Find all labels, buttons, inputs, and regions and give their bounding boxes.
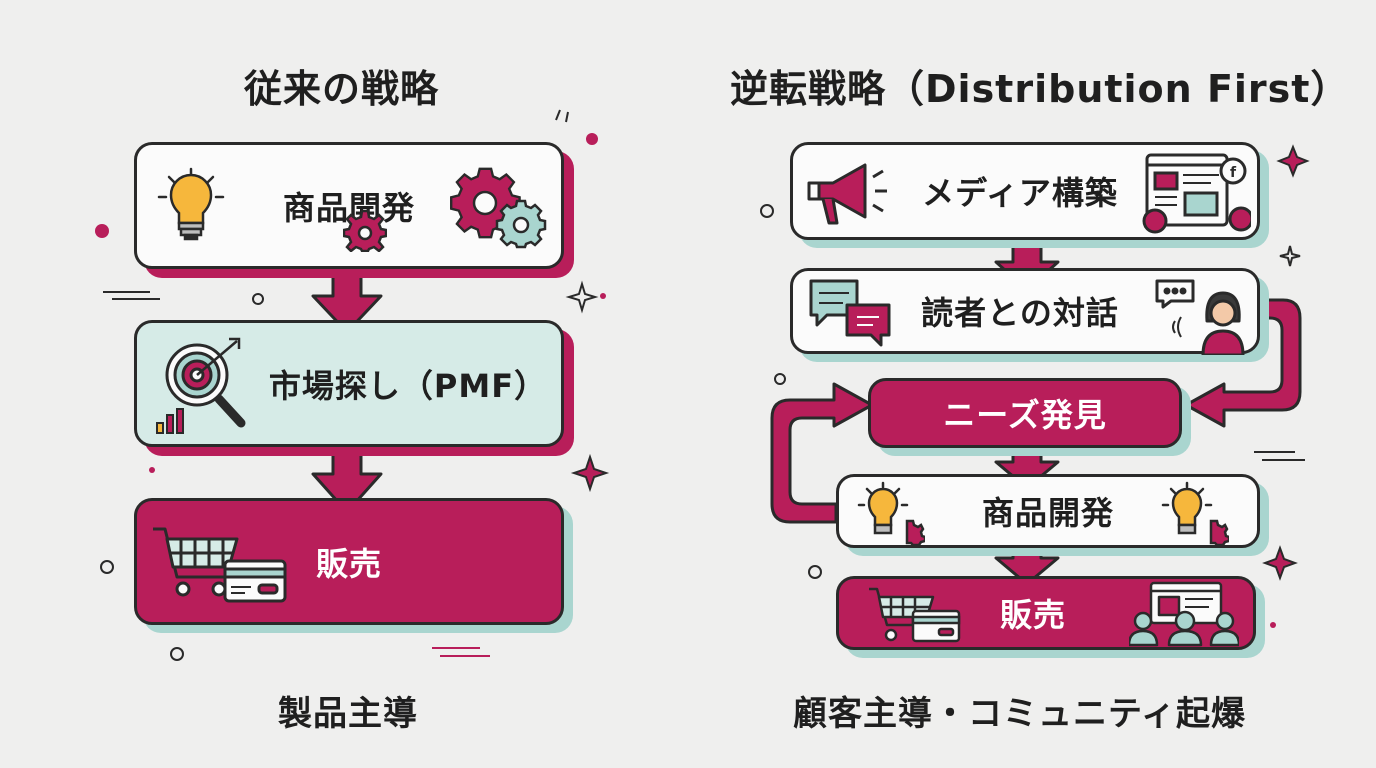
right-step-media-building: メディア構築 f	[790, 142, 1260, 240]
right-loop-arrow-in	[1184, 298, 1302, 428]
chat-bubbles-icon	[809, 279, 891, 347]
right-step-label: 商品開発	[981, 494, 1114, 532]
right-title: 逆転戦略（Distribution First）	[730, 67, 1350, 111]
right-step-label: 販売	[999, 596, 1066, 634]
left-step-sales: 販売	[134, 498, 564, 625]
left-step-label: 市場探し（PMF）	[268, 366, 548, 405]
left-step-label: 販売	[315, 544, 382, 583]
magnifier-target-icon	[165, 337, 246, 428]
bar-chart-icon	[156, 408, 184, 434]
right-step-needs-discovery: ニーズ発見	[868, 378, 1182, 448]
left-step-product-development: 商品開発	[134, 142, 564, 269]
svg-text:f: f	[1230, 165, 1237, 181]
gear-icon	[343, 209, 387, 252]
decorative-stars-filled	[570, 144, 1310, 581]
left-caption: 製品主導	[278, 694, 418, 734]
right-caption: 顧客主導・コミュニティ起爆	[793, 694, 1246, 734]
credit-card-icon	[911, 609, 961, 643]
lightbulb-icon	[1161, 481, 1229, 545]
left-title: 従来の戦略	[244, 67, 440, 111]
right-step-product-development: 商品開発	[836, 474, 1260, 548]
decorative-sparkles	[95, 109, 1305, 661]
gears-icon	[450, 167, 547, 249]
lightbulb-icon	[857, 481, 925, 545]
audience-icon	[1129, 581, 1239, 647]
right-step-label: ニーズ発見	[943, 396, 1107, 434]
right-step-reader-dialogue: 読者との対話	[790, 268, 1260, 355]
right-step-label: メディア構築	[922, 174, 1118, 212]
person-speaking-icon	[1155, 279, 1245, 355]
right-arrow-4	[994, 544, 1060, 586]
lightbulb-icon	[157, 167, 225, 241]
right-step-sales: 販売	[836, 576, 1256, 650]
right-loop-arrow-back	[770, 382, 874, 524]
social-media-dashboard-icon: f	[1142, 153, 1251, 234]
right-step-label: 読者との対話	[921, 294, 1119, 332]
left-step-market-search: 市場探し（PMF）	[134, 320, 564, 447]
megaphone-icon	[807, 163, 887, 225]
credit-card-icon	[223, 559, 287, 603]
